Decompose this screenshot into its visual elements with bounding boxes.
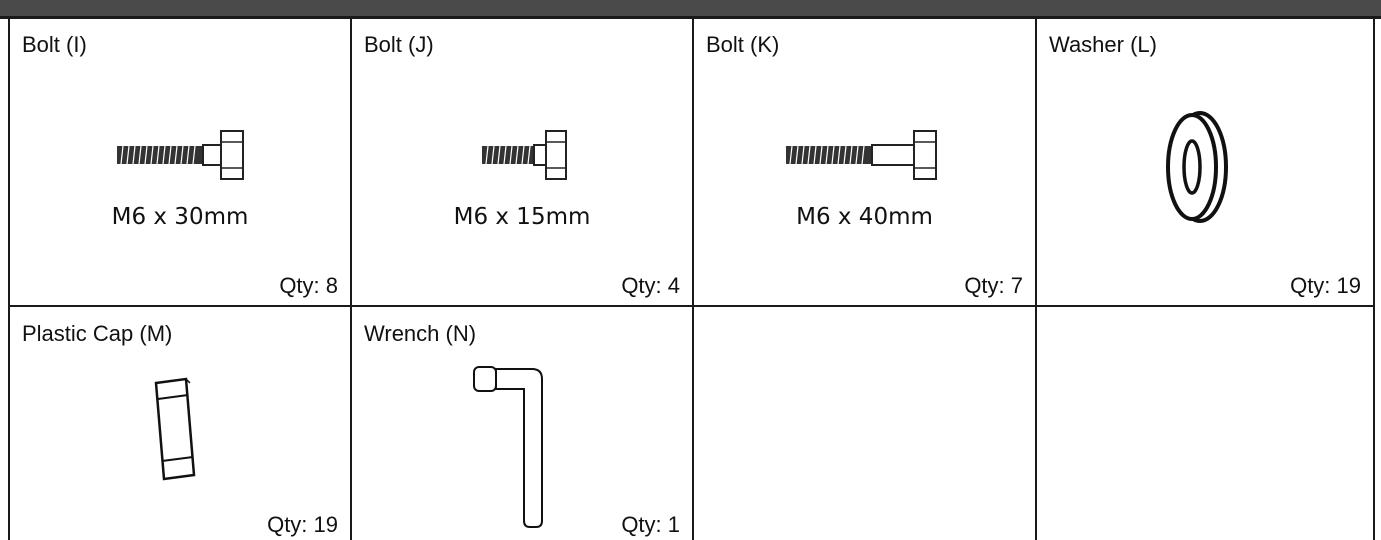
row-divider	[8, 305, 1375, 307]
bolt-icon	[117, 130, 244, 180]
part-name: Bolt (K)	[706, 32, 780, 57]
washer-icon	[1166, 111, 1228, 223]
part-qty: Qty: 4	[621, 273, 680, 298]
part-size: M6 x 30mm	[111, 204, 249, 230]
hardware-table	[8, 18, 1375, 540]
part-cell-bolt-j: Bolt (J) M6 x 15mm Qty: 4	[352, 18, 692, 305]
empty-cell	[1037, 307, 1373, 540]
part-name: Bolt (I)	[22, 32, 87, 57]
part-qty: Qty: 19	[267, 512, 338, 537]
empty-cell	[694, 307, 1035, 540]
part-qty: Qty: 7	[964, 273, 1023, 298]
part-size: M6 x 40mm	[796, 204, 933, 230]
part-cell-plastic-cap-m: Plastic Cap (M) Qty: 19	[10, 307, 350, 540]
part-qty: Qty: 1	[621, 512, 680, 537]
part-name: Wrench (N)	[364, 321, 477, 346]
part-qty: Qty: 19	[1290, 273, 1361, 298]
column-divider	[1035, 18, 1037, 540]
plastic-cap-icon	[154, 377, 196, 481]
part-qty: Qty: 8	[279, 273, 338, 298]
column-divider	[692, 18, 694, 540]
header-bar	[0, 0, 1381, 18]
part-cell-washer-l: Washer (L) Qty: 19	[1037, 18, 1373, 305]
part-name: Plastic Cap (M)	[22, 321, 173, 346]
table-top-border	[0, 16, 1381, 19]
bolt-icon	[786, 130, 937, 180]
wrench-icon	[473, 366, 543, 528]
column-divider	[350, 18, 352, 540]
part-cell-wrench-n: Wrench (N) Qty: 1	[352, 307, 692, 540]
bolt-icon	[482, 130, 567, 180]
part-cell-bolt-k: Bolt (K) M6 x 40mm Qty: 7	[694, 18, 1035, 305]
part-name: Washer (L)	[1049, 32, 1157, 57]
part-name: Bolt (J)	[364, 32, 434, 57]
part-cell-bolt-i: Bolt (I) M6 x 30mm Qty: 8	[10, 18, 350, 305]
part-size: M6 x 15mm	[453, 204, 591, 230]
